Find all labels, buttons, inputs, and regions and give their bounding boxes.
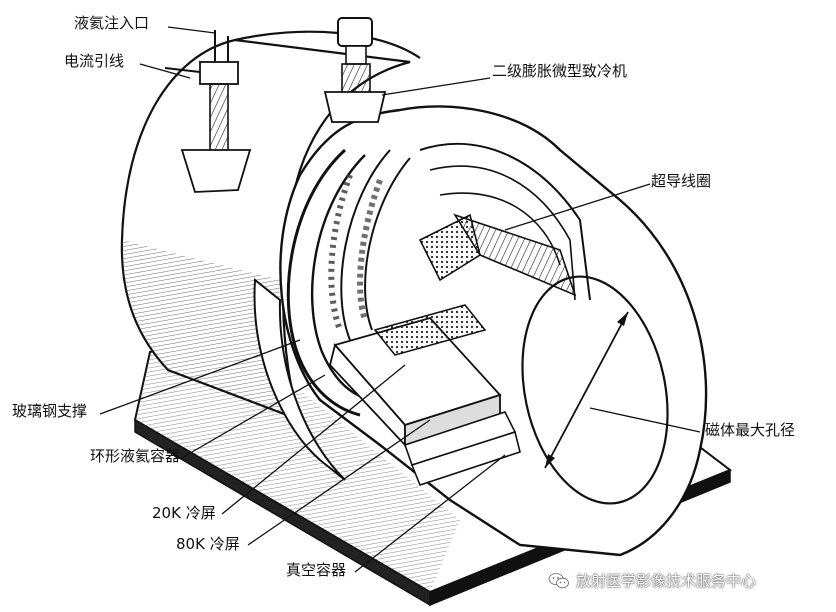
label-fiberglass-support: 玻璃钢支撑 xyxy=(12,402,88,420)
front-shell xyxy=(279,105,708,557)
watermark: 放射医学影像技术服务中心 xyxy=(548,570,756,591)
cutaway-rings xyxy=(253,148,411,481)
cryocooler-assembly xyxy=(323,17,387,123)
label-vacuum-vessel: 真空容器 xyxy=(286,561,347,579)
watermark-text: 放射医学影像技术服务中心 xyxy=(576,572,757,590)
label-helium-inlet: 液氦注入口 xyxy=(74,14,150,32)
label-current-lead: 电流引线 xyxy=(64,52,125,70)
label-cryocooler: 二级膨胀微型致冷机 xyxy=(492,62,628,80)
label-annular-helium-vessel: 环形液氦容器 xyxy=(90,447,181,465)
label-superconducting-coil: 超导线圈 xyxy=(651,172,712,190)
label-20k-shield: 20K 冷屏 xyxy=(152,504,216,522)
wechat-icon xyxy=(548,572,569,588)
leader-lines xyxy=(99,26,701,573)
shield-stack xyxy=(329,304,521,486)
current-lead-assembly xyxy=(164,30,252,193)
bore-diameter-arrow xyxy=(544,311,629,469)
label-80k-shield: 80K 冷屏 xyxy=(176,535,240,553)
label-max-bore: 磁体最大孔径 xyxy=(705,421,796,439)
